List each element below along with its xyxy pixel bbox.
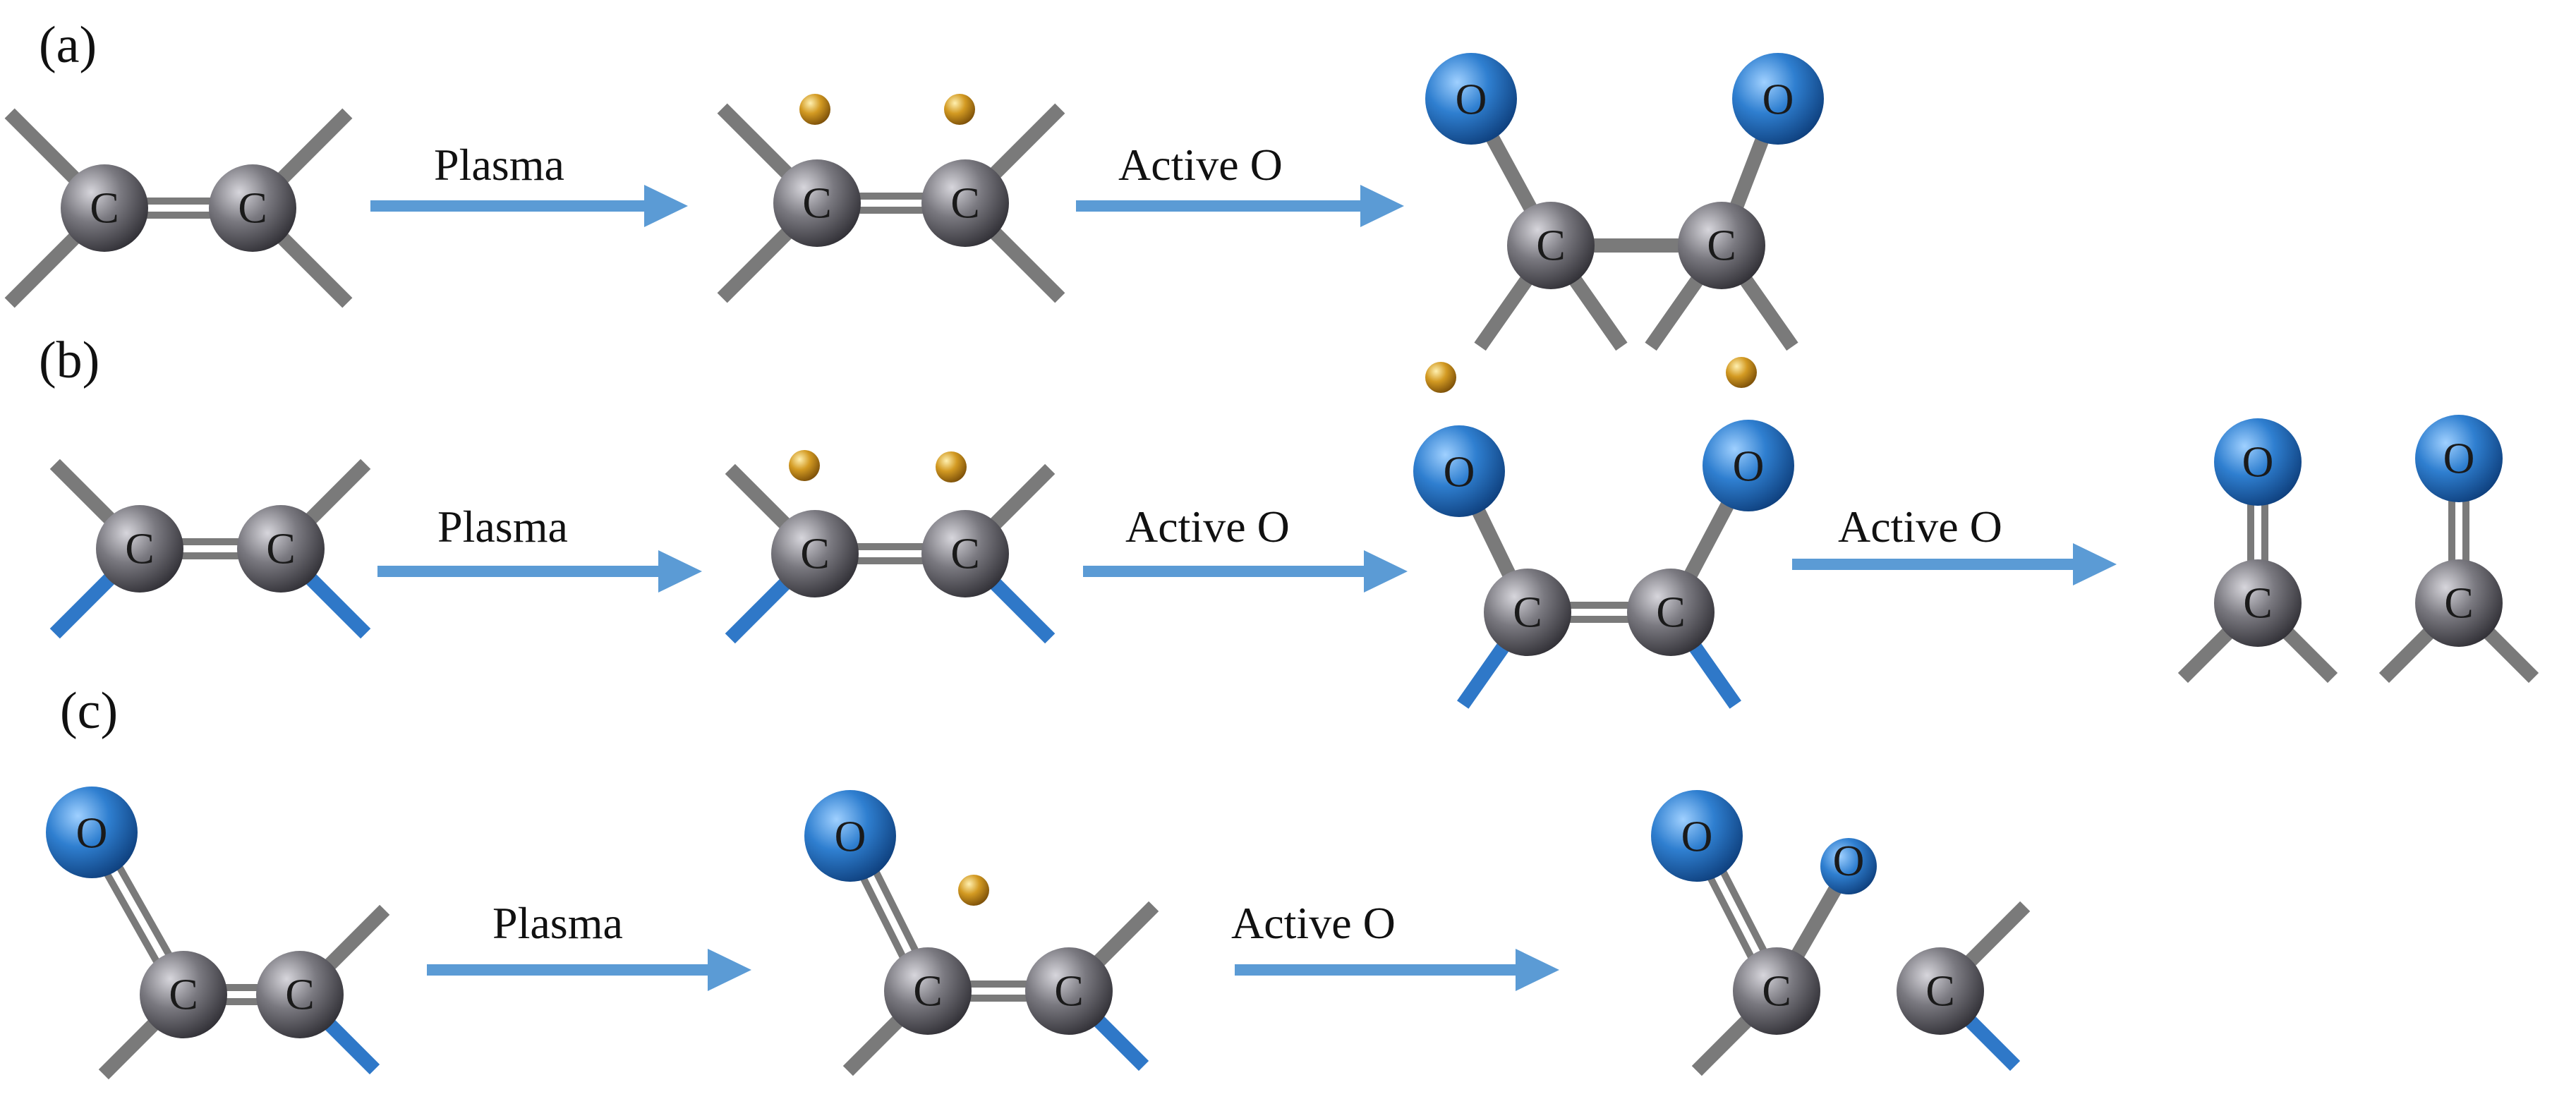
carbon-label: C (90, 184, 119, 232)
carbon-label: C (802, 179, 831, 227)
arrow-a-active-o (1076, 185, 1404, 227)
radical-dot (958, 875, 989, 906)
carbon-atom: C (256, 951, 344, 1038)
oxygen-label: O (1833, 837, 1865, 885)
molecule-atoms: C C C C O O C C C C C C O O C C O C O C O C C O C C O O C C (46, 53, 2503, 1038)
oxygen-label: O (1762, 75, 1794, 123)
oxygen-atom: O (1651, 790, 1743, 882)
arrow-b-active-o (1083, 550, 1408, 593)
panel-label-b: (b) (39, 332, 99, 389)
carbon-label: C (800, 530, 829, 578)
step-label-a-plasma: Plasma (434, 140, 564, 190)
radical-dot (1726, 357, 1757, 388)
oxygen-label: O (2443, 435, 2475, 482)
carbon-label: C (266, 525, 295, 573)
carbon-label: C (1054, 967, 1083, 1015)
carbon-atom: C (61, 164, 148, 252)
carbon-label: C (950, 530, 979, 578)
carbon-atom: C (1897, 947, 1984, 1035)
carbon-atom: C (209, 164, 296, 252)
oxygen-label: O (1444, 448, 1475, 496)
carbon-atom: C (1025, 947, 1113, 1035)
oxygen-atom: O (46, 787, 138, 878)
carbon-label: C (238, 184, 267, 232)
oxygen-atom: O (1703, 420, 1794, 511)
oxygen-atom: O (1425, 53, 1517, 145)
carbon-label: C (169, 971, 198, 1019)
carbon-atom: C (1507, 202, 1595, 289)
oxygen-label: O (1456, 75, 1487, 123)
step-label-b-active-o: Active O (1125, 502, 1290, 552)
carbon-label: C (1707, 221, 1736, 269)
carbon-atom: C (2214, 559, 2302, 647)
step-label-b-active-o-2: Active O (1838, 502, 2002, 552)
radical-dot (1425, 362, 1456, 393)
carbon-atom: C (96, 505, 183, 593)
carbon-atom: C (2415, 559, 2503, 647)
radical-dot (789, 450, 820, 481)
carbon-atom: C (884, 947, 972, 1035)
carbon-atom: C (921, 510, 1009, 597)
carbon-atom: C (1733, 947, 1820, 1035)
step-label-a-active-o: Active O (1118, 140, 1283, 190)
radical-dot (799, 94, 830, 125)
arrow-b-plasma (377, 550, 702, 593)
carbon-atom: C (921, 159, 1009, 247)
oxygen-atom: O (1732, 53, 1824, 145)
step-label-c-plasma: Plasma (492, 898, 623, 948)
oxygen-atom: O (2214, 418, 2302, 506)
radical-dot (944, 94, 975, 125)
oxygen-label: O (76, 809, 108, 857)
oxygen-atom: O (2415, 415, 2503, 502)
carbon-label: C (1536, 221, 1565, 269)
carbon-atom: C (771, 510, 859, 597)
oxygen-label: O (1681, 813, 1713, 861)
oxygen-atom: O (804, 790, 896, 882)
arrow-c-plasma (427, 949, 751, 991)
panel-label-a: (a) (39, 16, 97, 74)
carbon-label: C (1656, 588, 1685, 636)
arrow-b-active-o-2 (1792, 543, 2117, 585)
carbon-atom: C (773, 159, 861, 247)
carbon-atom: C (140, 951, 227, 1038)
step-label-b-plasma: Plasma (437, 502, 568, 552)
oxygen-atom: O (1413, 425, 1505, 517)
oxygen-label: O (1733, 442, 1765, 490)
panel-label-c: (c) (60, 682, 118, 740)
carbon-label: C (2444, 579, 2473, 627)
carbon-label: C (285, 971, 314, 1019)
carbon-label: C (1513, 588, 1542, 636)
step-label-c-active-o: Active O (1231, 898, 1396, 948)
carbon-atom: C (1627, 569, 1715, 656)
carbon-atom: C (1484, 569, 1571, 656)
carbon-atom: C (237, 505, 325, 593)
oxygen-label: O (835, 813, 866, 861)
carbon-label: C (1925, 967, 1954, 1015)
carbon-label: C (913, 967, 942, 1015)
carbon-label: C (125, 525, 154, 573)
radical-dot (936, 451, 967, 482)
arrow-c-active-o (1235, 949, 1559, 991)
reaction-arrows (370, 185, 2117, 991)
oxygen-label: O (2242, 438, 2274, 486)
carbon-atom: C (1678, 202, 1765, 289)
carbon-label: C (1762, 967, 1791, 1015)
carbon-label: C (950, 179, 979, 227)
arrow-a-plasma (370, 185, 688, 227)
carbon-label: C (2243, 579, 2272, 627)
oxygen-atom: O (1820, 837, 1877, 894)
